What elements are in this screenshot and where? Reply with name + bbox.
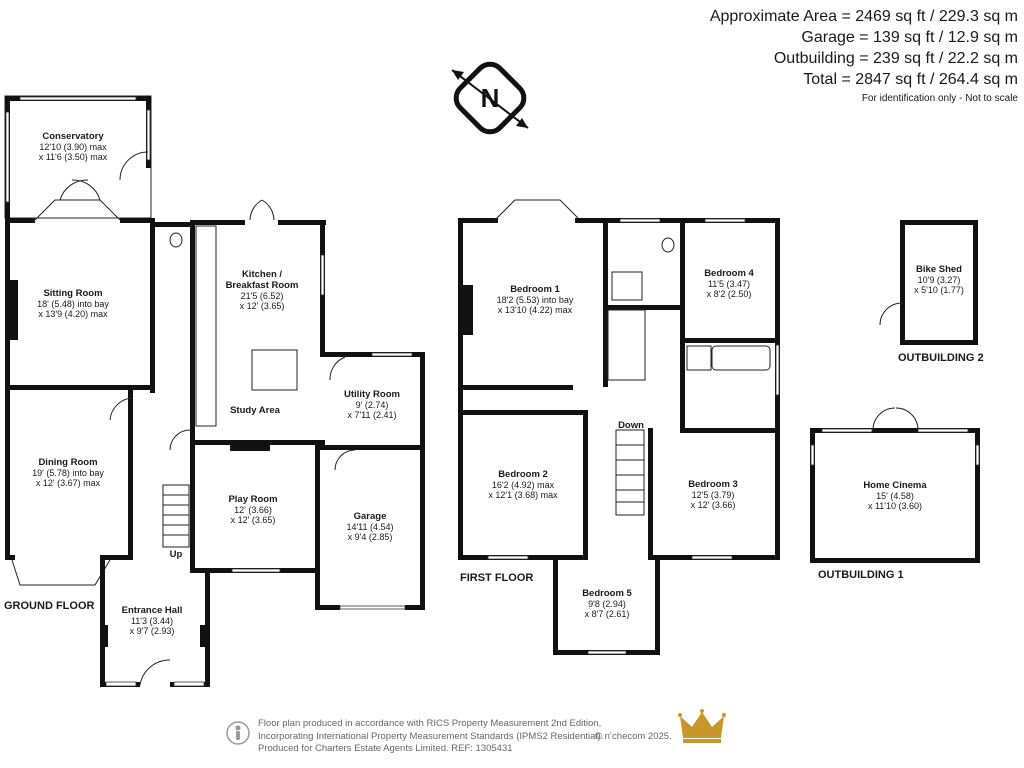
- copyright: © n’checom 2025.: [595, 731, 672, 742]
- outbuilding-area: Outbuilding = 239 sq ft / 22.2 sq m: [773, 50, 1018, 67]
- bedroom-2-name: Bedroom 2: [498, 469, 548, 480]
- footer-text: Floor plan produced in accordance with R…: [258, 718, 603, 756]
- room-labels: Conservatory 12'10 (3.90) max x 11'6 (3.…: [4, 131, 984, 636]
- play-room-dim2: x 12' (3.65): [231, 515, 276, 525]
- garage-dim1: 14'11 (4.54): [346, 522, 393, 532]
- total-area: Total = 2847 sq ft / 264.4 sq m: [803, 71, 1018, 88]
- bedroom-3-dim1: 12'5 (3.79): [692, 490, 735, 500]
- utility-room-dim1: 9' (2.74): [356, 400, 389, 410]
- crown-logo-icon: [678, 709, 726, 743]
- compass-letter: N: [481, 83, 500, 113]
- entrance-hall-dim1: 11'3 (3.44): [131, 616, 173, 626]
- bedroom-2-dim2: x 12'1 (3.68) max: [488, 490, 558, 500]
- outbuilding-1-title: OUTBUILDING 1: [818, 569, 904, 581]
- play-room-name: Play Room: [228, 494, 277, 505]
- bike-shed-name: Bike Shed: [916, 264, 962, 275]
- utility-room-name: Utility Room: [344, 389, 400, 400]
- footer-line-3: Produced for Charters Estate Agents Limi…: [258, 743, 513, 754]
- kitchen-dim2: x 12' (3.65): [240, 301, 285, 311]
- dining-room-name: Dining Room: [38, 457, 97, 468]
- study-area-name: Study Area: [230, 405, 281, 416]
- kitchen-dim1: 21'5 (6.52): [241, 291, 284, 301]
- bedroom-3-dim2: x 12' (3.66): [691, 500, 736, 510]
- footer-line-2: Incorporating International Property Mea…: [258, 730, 604, 742]
- home-cinema-name: Home Cinema: [863, 480, 927, 491]
- outbuilding-2: [879, 220, 978, 345]
- bedroom-4-dim1: 11'5 (3.47): [708, 279, 750, 289]
- scale-note: For identification only - Not to scale: [861, 93, 1018, 104]
- home-cinema-dim1: 15' (4.58): [876, 491, 914, 501]
- approximate-area: Approximate Area = 2469 sq ft / 229.3 sq…: [709, 8, 1018, 25]
- kitchen-name1: Kitchen /: [242, 269, 282, 280]
- sitting-room-dim1: 18' (5.48) into bay: [37, 299, 109, 309]
- bedroom-1-name: Bedroom 1: [510, 284, 560, 295]
- bedroom-1-dim1: 18'2 (5.53) into bay: [497, 295, 574, 305]
- bike-shed-dim2: x 5'10 (1.77): [914, 285, 964, 295]
- ground-floor-title: GROUND FLOOR: [4, 600, 94, 612]
- person-badge-icon: [226, 721, 250, 745]
- ground-floor: [4, 95, 425, 687]
- garage-dim2: x 9'4 (2.85): [348, 532, 393, 542]
- bedroom-2-dim1: 16'2 (4.92) max: [492, 480, 555, 490]
- garage-area: Garage = 139 sq ft / 12.9 sq m: [801, 29, 1018, 46]
- conservatory-name: Conservatory: [42, 131, 104, 142]
- bedroom-4-name: Bedroom 4: [704, 268, 754, 279]
- bedroom-4-dim2: x 8'2 (2.50): [707, 289, 752, 299]
- sitting-room-name: Sitting Room: [43, 288, 102, 299]
- bedroom-5-dim1: 9'8 (2.94): [588, 599, 626, 609]
- first-floor-title: FIRST FLOOR: [460, 572, 533, 584]
- home-cinema-dim2: x 11'10 (3.60): [868, 501, 922, 511]
- compass-icon: N: [451, 61, 529, 135]
- entrance-hall-name: Entrance Hall: [122, 605, 183, 616]
- footer-line-1: Floor plan produced in accordance with R…: [258, 718, 602, 729]
- dining-room-dim1: 19' (5.78) into bay: [32, 468, 104, 478]
- entrance-hall-dim2: x 9'7 (2.93): [130, 626, 175, 636]
- stairs-up-label: Up: [170, 549, 183, 560]
- stairs-down-label: Down: [618, 420, 644, 431]
- first-floor: [458, 199, 780, 655]
- outbuilding-1: [810, 407, 980, 563]
- dining-room-dim2: x 12' (3.67) max: [36, 478, 101, 488]
- bike-shed-dim1: 10'9 (3.27): [918, 275, 961, 285]
- sitting-room-dim2: x 13'9 (4.20) max: [38, 309, 108, 319]
- outbuilding-2-title: OUTBUILDING 2: [898, 352, 984, 364]
- conservatory-dim1: 12'10 (3.90) max: [39, 142, 107, 152]
- bedroom-5-dim2: x 8'7 (2.61): [585, 609, 630, 619]
- conservatory-dim2: x 11'6 (3.50) max: [39, 152, 108, 162]
- utility-room-dim2: x 7'11 (2.41): [347, 410, 396, 420]
- garage-name: Garage: [354, 511, 387, 522]
- bedroom-5-name: Bedroom 5: [582, 588, 632, 599]
- bedroom-3-name: Bedroom 3: [688, 479, 738, 490]
- kitchen-name2: Breakfast Room: [226, 280, 299, 291]
- play-room-dim1: 12' (3.66): [234, 505, 272, 515]
- area-summary: Approximate Area = 2469 sq ft / 229.3 sq…: [710, 6, 1018, 104]
- bedroom-1-dim2: x 13'10 (4.22) max: [498, 305, 573, 315]
